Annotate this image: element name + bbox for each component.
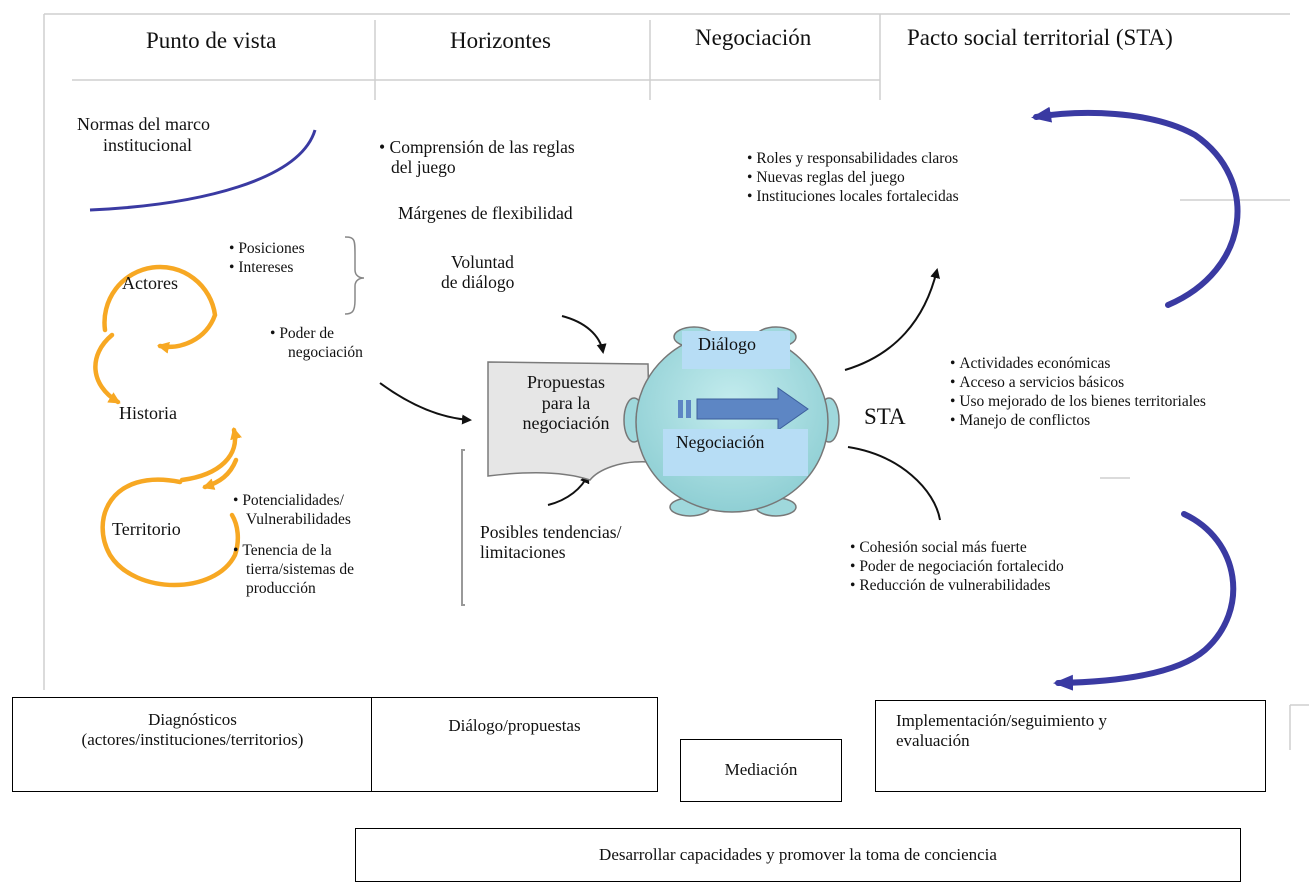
- list-item: Intereses: [229, 259, 305, 278]
- voluntad-to-propuestas-arrow: [561, 315, 607, 354]
- tendencias-label: Posibles tendencias/ limitaciones: [480, 522, 622, 563]
- dialogo-propuestas-box: Diálogo/propuestas: [371, 697, 658, 792]
- propuestas-label: Propuestas para la negociación: [522, 372, 610, 434]
- list-item: Instituciones locales fortalecidas: [747, 188, 958, 207]
- propuestas-paper: [487, 361, 651, 481]
- list-item: Cohesión social más fuerte: [850, 539, 1064, 558]
- normas-curve: [89, 129, 317, 212]
- page-frame: [18, 13, 1309, 750]
- list-item: Acceso a servicios básicos: [950, 374, 1206, 393]
- header-horizontes: Horizontes: [450, 28, 551, 53]
- territorio-return-arrow: [202, 457, 239, 490]
- actores-historia-arrow: [93, 332, 121, 405]
- poder-to-propuestas-arrow: [379, 382, 472, 425]
- negociacion-label: Negociación: [676, 432, 765, 452]
- implementacion-box: Implementación/seguimiento y evaluación: [875, 700, 1266, 792]
- header-punto-de-vista: Punto de vista: [146, 28, 277, 53]
- diagnosticos-box: Diagnósticos (actores/instituciones/terr…: [12, 697, 373, 792]
- actores-cycle: [102, 264, 218, 354]
- header-negociacion: Negociación: [695, 25, 812, 50]
- comprension-label: • Comprensión de las reglas del juego: [379, 137, 575, 178]
- negotiation-arrow: [678, 387, 809, 431]
- territorio-label: Territorio: [112, 519, 181, 539]
- list-item: Nuevas reglas del juego: [747, 169, 959, 188]
- dialogo-label: Diálogo: [698, 334, 756, 354]
- list-item: Actividades económicas: [950, 355, 1206, 374]
- dialogo-label-bg: [682, 331, 790, 369]
- list-item: Uso mejorado de los bienes territoriales: [950, 393, 1206, 412]
- sta-to-bottom-line: [847, 446, 941, 521]
- header-pacto-social: Pacto social territorial (STA): [907, 25, 1173, 50]
- margenes-label: Márgenes de flexibilidad: [398, 203, 573, 223]
- sta-to-top-arrow: [844, 268, 940, 371]
- territorio-items-list: • Potencialidades/ Vulnerabilidades • Te…: [233, 492, 355, 597]
- poder-negociacion-item: • Poder de negociación: [270, 325, 363, 361]
- bottom-return-arc: [1053, 511, 1237, 691]
- list-item: Poder de negociación fortalecido: [850, 558, 1063, 577]
- mediacion-box: Mediación: [680, 739, 842, 802]
- tendencias-brace: [461, 449, 465, 606]
- list-item: Posiciones: [229, 240, 304, 259]
- historia-label: Historia: [119, 403, 177, 423]
- list-item: Reducción de vulnerabilidades: [850, 577, 1064, 596]
- historia-territorio-arrow: [179, 427, 242, 483]
- actores-label: Actores: [122, 273, 178, 293]
- normas-label: Normas del marco institucional: [77, 114, 210, 155]
- bottom-outcomes-list: Cohesión social más fuerte Poder de nego…: [850, 539, 1064, 596]
- territorio-cycle: [100, 477, 241, 588]
- top-outcomes-list: Roles y responsabilidades claros Nuevas …: [747, 150, 959, 207]
- list-item: Manejo de conflictos: [950, 412, 1206, 431]
- actores-items-list: Posiciones Intereses: [229, 240, 305, 278]
- desarrollar-box: Desarrollar capacidades y promover la to…: [355, 828, 1241, 882]
- tendencias-to-propuestas-arrow: [547, 473, 590, 506]
- top-return-arc: [1031, 106, 1241, 308]
- sta-label: STA: [864, 404, 906, 429]
- negociacion-label-bg: [663, 429, 808, 476]
- list-item: Roles y responsabilidades claros: [747, 150, 959, 169]
- mid-outcomes-list: Actividades económicas Acceso a servicio…: [950, 355, 1206, 431]
- actores-brace: [344, 236, 365, 315]
- voluntad-label: Voluntad de diálogo: [441, 252, 515, 293]
